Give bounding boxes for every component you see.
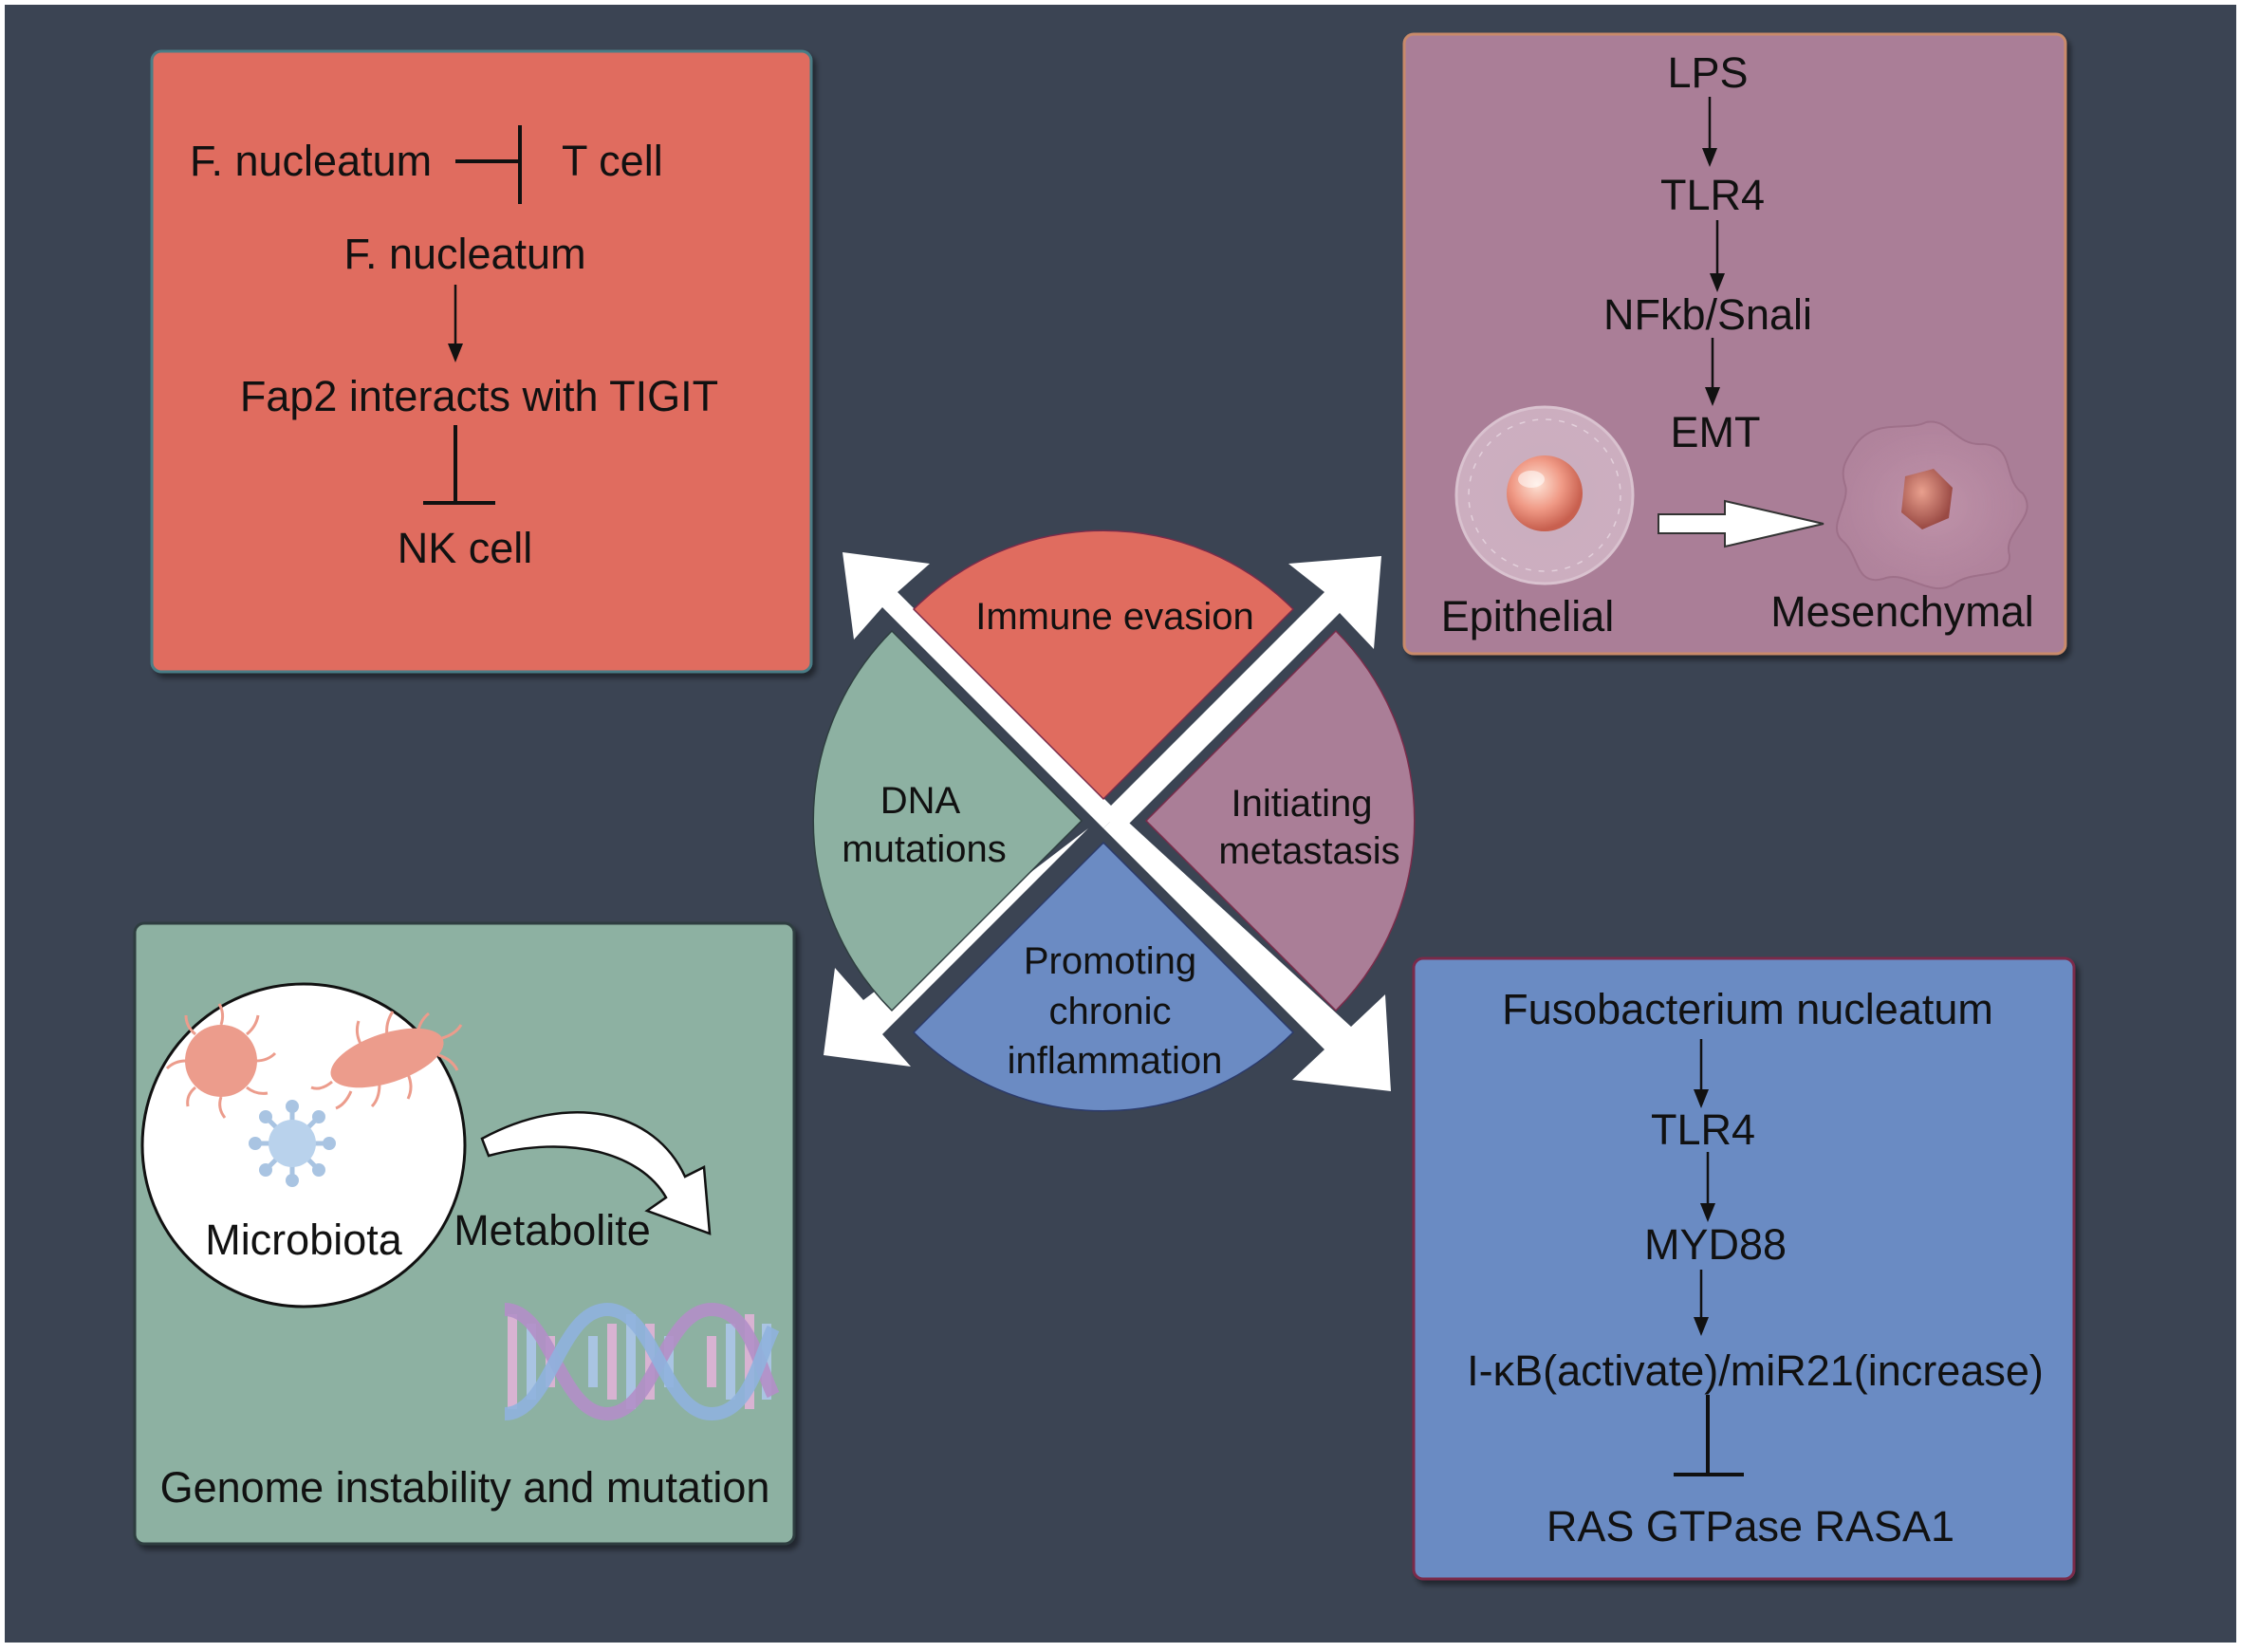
- dna-mutations-label-2: mutations: [842, 828, 1006, 870]
- epithelial-cell-icon: [1454, 405, 1635, 585]
- epithelial-label: Epithelial: [1441, 592, 1615, 640]
- ras-label: RAS GTPase RASA1: [1546, 1502, 1954, 1550]
- metastasis-label-2: metastasis: [1218, 830, 1399, 872]
- arrowhead-lps-tlr4: [1702, 148, 1717, 167]
- microbiota-label: Microbiota: [205, 1216, 403, 1264]
- nk-cell-label: NK cell: [398, 524, 533, 572]
- bacteria-icon: [165, 1003, 277, 1119]
- inflammation-label-3: inflammation: [1008, 1040, 1223, 1082]
- metastasis-box: LPS TLR4 NFkb/Snali EMT Epithelial Mesen…: [1402, 32, 2067, 656]
- arrow-down-right-icon: [1103, 813, 1391, 1091]
- dna-helix-icon: [504, 1302, 780, 1421]
- arrowhead-nfkb-emt: [1705, 387, 1720, 406]
- arrowhead-tlr4-myd88: [1700, 1203, 1715, 1222]
- fn-mid-label: F. nucleatum: [343, 230, 585, 278]
- inflammation-box: Fusobacterium nucleatum TLR4 MYD88 I-κB(…: [1412, 956, 2076, 1581]
- transition-arrow-icon: [1658, 499, 1824, 548]
- center-wheel: Immune evasion DNA mutations Initiating …: [812, 529, 1416, 1112]
- dna-mutation-box: Microbiota Metabolite Genome: [133, 921, 796, 1546]
- emt-label: EMT: [1671, 408, 1761, 456]
- arrowhead-fn-to-fap2: [448, 343, 463, 362]
- mesenchymal-cell-icon: [1836, 420, 2028, 590]
- arrowhead-myd88-ikb: [1694, 1317, 1709, 1336]
- fuso-label: Fusobacterium nucleatum: [1502, 985, 1993, 1033]
- t-cell-label: T cell: [562, 137, 663, 185]
- metabolite-label: Metabolite: [454, 1206, 651, 1254]
- dna-mutations-label-1: DNA: [880, 780, 961, 822]
- lps-label: LPS: [1667, 48, 1748, 97]
- fap2-label: Fap2 interacts with TIGIT: [240, 372, 718, 420]
- virus-icon: [249, 1100, 336, 1187]
- myd88-label: MYD88: [1644, 1220, 1787, 1269]
- dna-mutations-wedge: [812, 629, 1083, 1012]
- mesenchymal-label: Mesenchymal: [1770, 587, 2034, 636]
- tlr4-label-meta: TLR4: [1660, 171, 1765, 219]
- arrow-up-left-icon: [843, 552, 1119, 828]
- rod-bacteria-icon: [310, 1011, 463, 1110]
- arrow-up-right-icon: [1103, 556, 1381, 834]
- curved-arrow-icon: [480, 1111, 712, 1235]
- arrowhead-tlr4-nfkb: [1710, 273, 1725, 292]
- chronic-inflammation-wedge: [912, 841, 1295, 1112]
- initiating-metastasis-wedge: [1144, 629, 1416, 1012]
- immune-box-panel: [150, 49, 813, 674]
- fn-top-label: F. nucleatum: [190, 137, 432, 185]
- inflammation-label-1: Promoting: [1024, 940, 1196, 982]
- nfkb-label: NFkb/Snali: [1603, 290, 1812, 339]
- metastasis-label-1: Initiating: [1232, 783, 1373, 825]
- ikb-label: I-κB(activate)/miR21(increase): [1467, 1346, 2044, 1395]
- immune-evasion-label: Immune evasion: [975, 596, 1253, 638]
- immune-evasion-box: F. nucleatum T cell F. nucleatum Fap2 in…: [150, 49, 813, 674]
- inflammation-box-panel: [1412, 956, 2076, 1581]
- immune-evasion-wedge: [912, 529, 1295, 801]
- tlr4-label-infl: TLR4: [1651, 1105, 1755, 1154]
- genome-instability-label: Genome instability and mutation: [160, 1463, 770, 1512]
- arrowhead-fuso-tlr4: [1694, 1089, 1709, 1108]
- inflammation-label-2: chronic: [1049, 991, 1172, 1032]
